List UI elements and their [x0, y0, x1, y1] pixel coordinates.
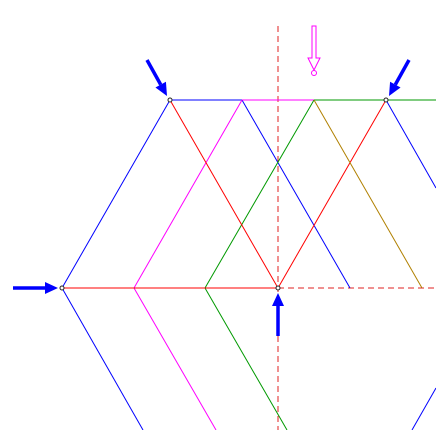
arrow-pointing-left-vertex: [13, 282, 58, 294]
arrow-pointing-center-vertex: [272, 293, 284, 336]
arrow-pointing-top-right-vertex: [389, 59, 411, 96]
magenta-lower-diagonal: [133, 287, 217, 430]
node-hollow-marker-tip: [311, 70, 317, 76]
dashed-guides: [277, 26, 436, 430]
colored-segments: [61, 99, 436, 430]
magenta-upper-diagonal: [133, 99, 243, 289]
node-top-right-vertex: [383, 97, 389, 103]
blue-right-edge-diagonal: [385, 99, 436, 189]
node-left-vertex: [59, 285, 65, 291]
blue-upper-left-diagonal: [61, 99, 171, 289]
red-left-diagonal: [169, 99, 279, 289]
green-upper-diagonal: [204, 99, 315, 289]
blue-descending-diagonal: [241, 99, 351, 289]
red-right-diagonal: [277, 99, 387, 289]
hollow-arrow-marker: [307, 25, 321, 72]
force-arrows: [13, 25, 411, 336]
node-center-vertex: [275, 285, 281, 291]
vertex-nodes: [59, 70, 389, 291]
arrow-pointing-top-left-vertex: [145, 59, 167, 96]
green-lower-diagonal: [204, 287, 288, 430]
blue-lower-left-diagonal: [61, 287, 144, 430]
olive-diagonal: [313, 99, 423, 289]
node-top-left-vertex: [167, 97, 173, 103]
blue-bottom-right-diagonal: [411, 387, 436, 430]
